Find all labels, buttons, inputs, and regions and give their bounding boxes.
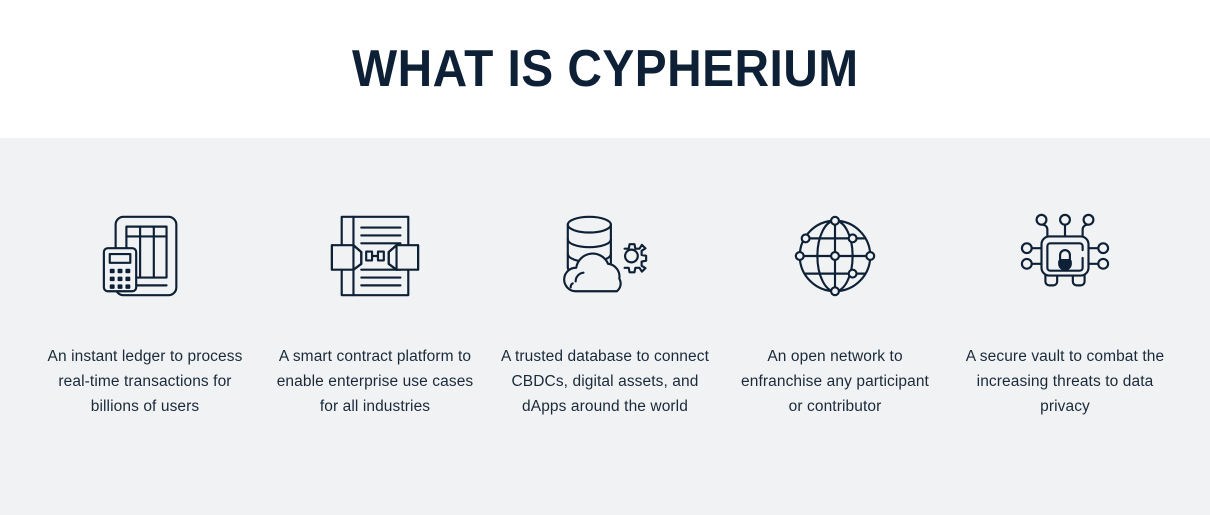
feature-caption: A smart contract platform to enable ente… bbox=[276, 348, 474, 415]
feature-caption: A trusted database to connect CBDCs, dig… bbox=[501, 348, 709, 415]
page-title: WHAT IS CYPHERIUM bbox=[351, 40, 859, 98]
title-band: WHAT IS CYPHERIUM bbox=[0, 0, 1210, 138]
feature-item: An instant ledger to process real-time t… bbox=[30, 208, 260, 419]
smart-contract-document-blocks-icon bbox=[327, 208, 423, 304]
feature-caption: An open network to enfranchise any parti… bbox=[741, 348, 929, 415]
feature-item: An open network to enfranchise any parti… bbox=[720, 208, 950, 419]
features-list: An instant ledger to process real-time t… bbox=[30, 208, 1180, 419]
database-cloud-gear-icon bbox=[557, 208, 653, 304]
feature-caption: An instant ledger to process real-time t… bbox=[47, 348, 243, 415]
network-globe-nodes-icon bbox=[787, 208, 883, 304]
secure-chip-lock-icon bbox=[1017, 208, 1113, 304]
ledger-tablet-calculator-icon bbox=[97, 208, 193, 304]
features-band: An instant ledger to process real-time t… bbox=[0, 138, 1210, 515]
feature-item: A secure vault to combat the increasing … bbox=[950, 208, 1180, 419]
feature-item: A smart contract platform to enable ente… bbox=[260, 208, 490, 419]
feature-item: A trusted database to connect CBDCs, dig… bbox=[490, 208, 720, 419]
feature-caption: A secure vault to combat the increasing … bbox=[965, 348, 1165, 415]
